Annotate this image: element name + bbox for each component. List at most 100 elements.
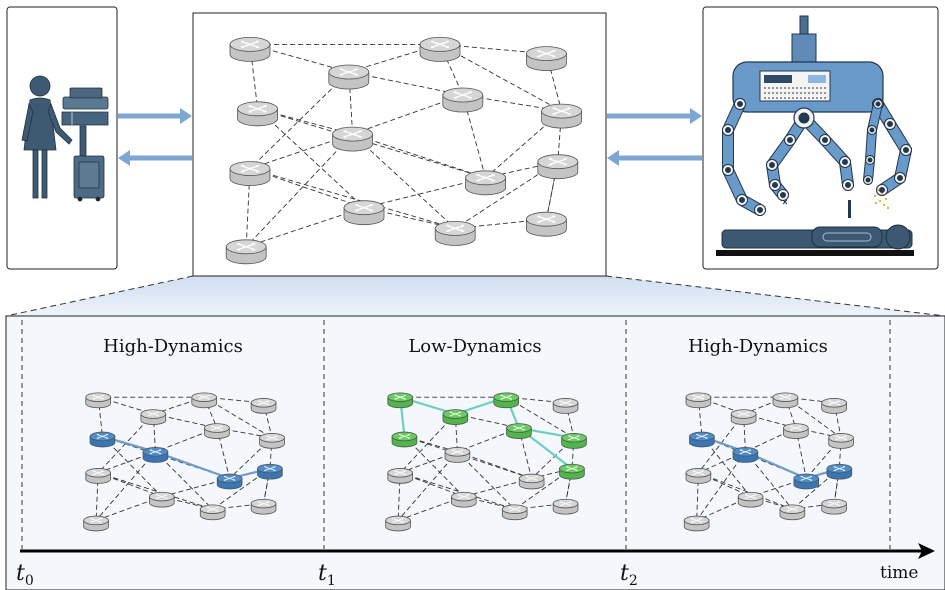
router-icon	[229, 161, 271, 186]
network-link	[263, 468, 271, 504]
phase-dividers	[21, 320, 891, 549]
phase-3: High-Dynamics	[683, 336, 854, 532]
router-icon	[518, 473, 545, 490]
router-icon	[506, 423, 532, 439]
phase-title: High-Dynamics	[103, 336, 243, 357]
surgical-robot-icon	[716, 15, 914, 256]
router-icon	[387, 468, 414, 484]
router-icon	[229, 37, 271, 62]
operator-icon	[21, 75, 109, 202]
network-link	[454, 413, 458, 452]
tick-label: t2	[620, 561, 638, 589]
network-link	[697, 397, 703, 437]
arrowhead	[607, 150, 619, 166]
router-icon	[541, 103, 582, 129]
network-link	[743, 413, 746, 452]
router-icon	[387, 392, 414, 409]
router-icon	[434, 220, 476, 246]
router-icon	[772, 392, 799, 409]
router-icon	[450, 491, 477, 508]
network-link	[696, 451, 746, 521]
network-link	[102, 436, 163, 497]
router-icon	[821, 498, 847, 515]
router-icon	[526, 46, 567, 71]
router-icon	[191, 392, 218, 409]
network-link	[263, 402, 273, 438]
network-link	[245, 133, 353, 248]
main-network	[225, 37, 582, 265]
network-link	[400, 472, 515, 510]
network-link	[838, 437, 842, 469]
network-link	[833, 468, 840, 504]
router-icon	[216, 473, 243, 490]
zoom-region	[6, 276, 945, 316]
router-icon	[501, 504, 528, 521]
router-icon	[149, 491, 175, 508]
router-icon	[730, 409, 757, 425]
phase-1: High-Dynamics	[83, 336, 285, 532]
router-icon	[826, 463, 853, 480]
network-link	[269, 437, 273, 469]
network-link	[698, 472, 793, 510]
router-icon	[257, 463, 283, 480]
router-icon	[828, 433, 854, 449]
connection-arrows	[118, 108, 702, 166]
robot-panel	[702, 6, 939, 270]
router-icon	[259, 433, 285, 449]
router-icon	[793, 473, 820, 490]
router-icon	[685, 468, 712, 484]
arrowhead	[118, 150, 130, 166]
router-icon	[442, 409, 469, 425]
router-icon	[561, 433, 587, 449]
network-link	[352, 133, 456, 229]
router-icon	[493, 392, 520, 409]
router-icon	[444, 447, 471, 463]
router-icon	[821, 398, 847, 414]
zoom-line-left	[5, 275, 194, 317]
zoom-line-right	[605, 275, 945, 317]
network-link	[397, 451, 458, 521]
network-link	[571, 437, 575, 469]
router-icon	[250, 398, 277, 414]
router-icon	[140, 409, 167, 425]
router-icon	[465, 170, 507, 196]
router-icon	[85, 468, 111, 484]
router-icon	[779, 504, 806, 521]
router-icon	[683, 515, 710, 532]
router-icon	[89, 431, 116, 448]
router-icon	[732, 447, 759, 463]
network-link	[457, 451, 515, 510]
time-label: time	[880, 563, 918, 583]
network-link	[155, 451, 213, 510]
router-icon	[552, 398, 579, 414]
router-icon	[685, 392, 712, 409]
router-icon	[783, 423, 809, 439]
operator-panel	[6, 6, 118, 270]
phase-title: Low-Dynamics	[408, 336, 541, 357]
router-icon	[204, 423, 230, 439]
router-icon	[199, 504, 226, 521]
phase-2: Low-Dynamics	[385, 336, 587, 532]
network-link	[249, 168, 456, 229]
network-link	[203, 397, 218, 429]
router-icon	[526, 211, 567, 237]
router-icon	[225, 239, 267, 265]
network-link	[98, 472, 213, 510]
router-icon	[237, 101, 279, 127]
router-icon	[343, 200, 385, 226]
router-icon	[250, 498, 277, 515]
router-icon	[328, 64, 370, 90]
network-link	[249, 71, 350, 169]
router-icon	[552, 498, 579, 515]
network-link	[257, 108, 365, 209]
network-link	[565, 402, 575, 438]
network-link	[439, 44, 562, 112]
network-link	[457, 451, 532, 479]
phase-panels: High-Dynamics Low-Dynamics High-Dynamics	[83, 336, 854, 532]
network-link	[565, 468, 573, 504]
network-link	[404, 436, 465, 497]
network-link	[203, 396, 273, 439]
